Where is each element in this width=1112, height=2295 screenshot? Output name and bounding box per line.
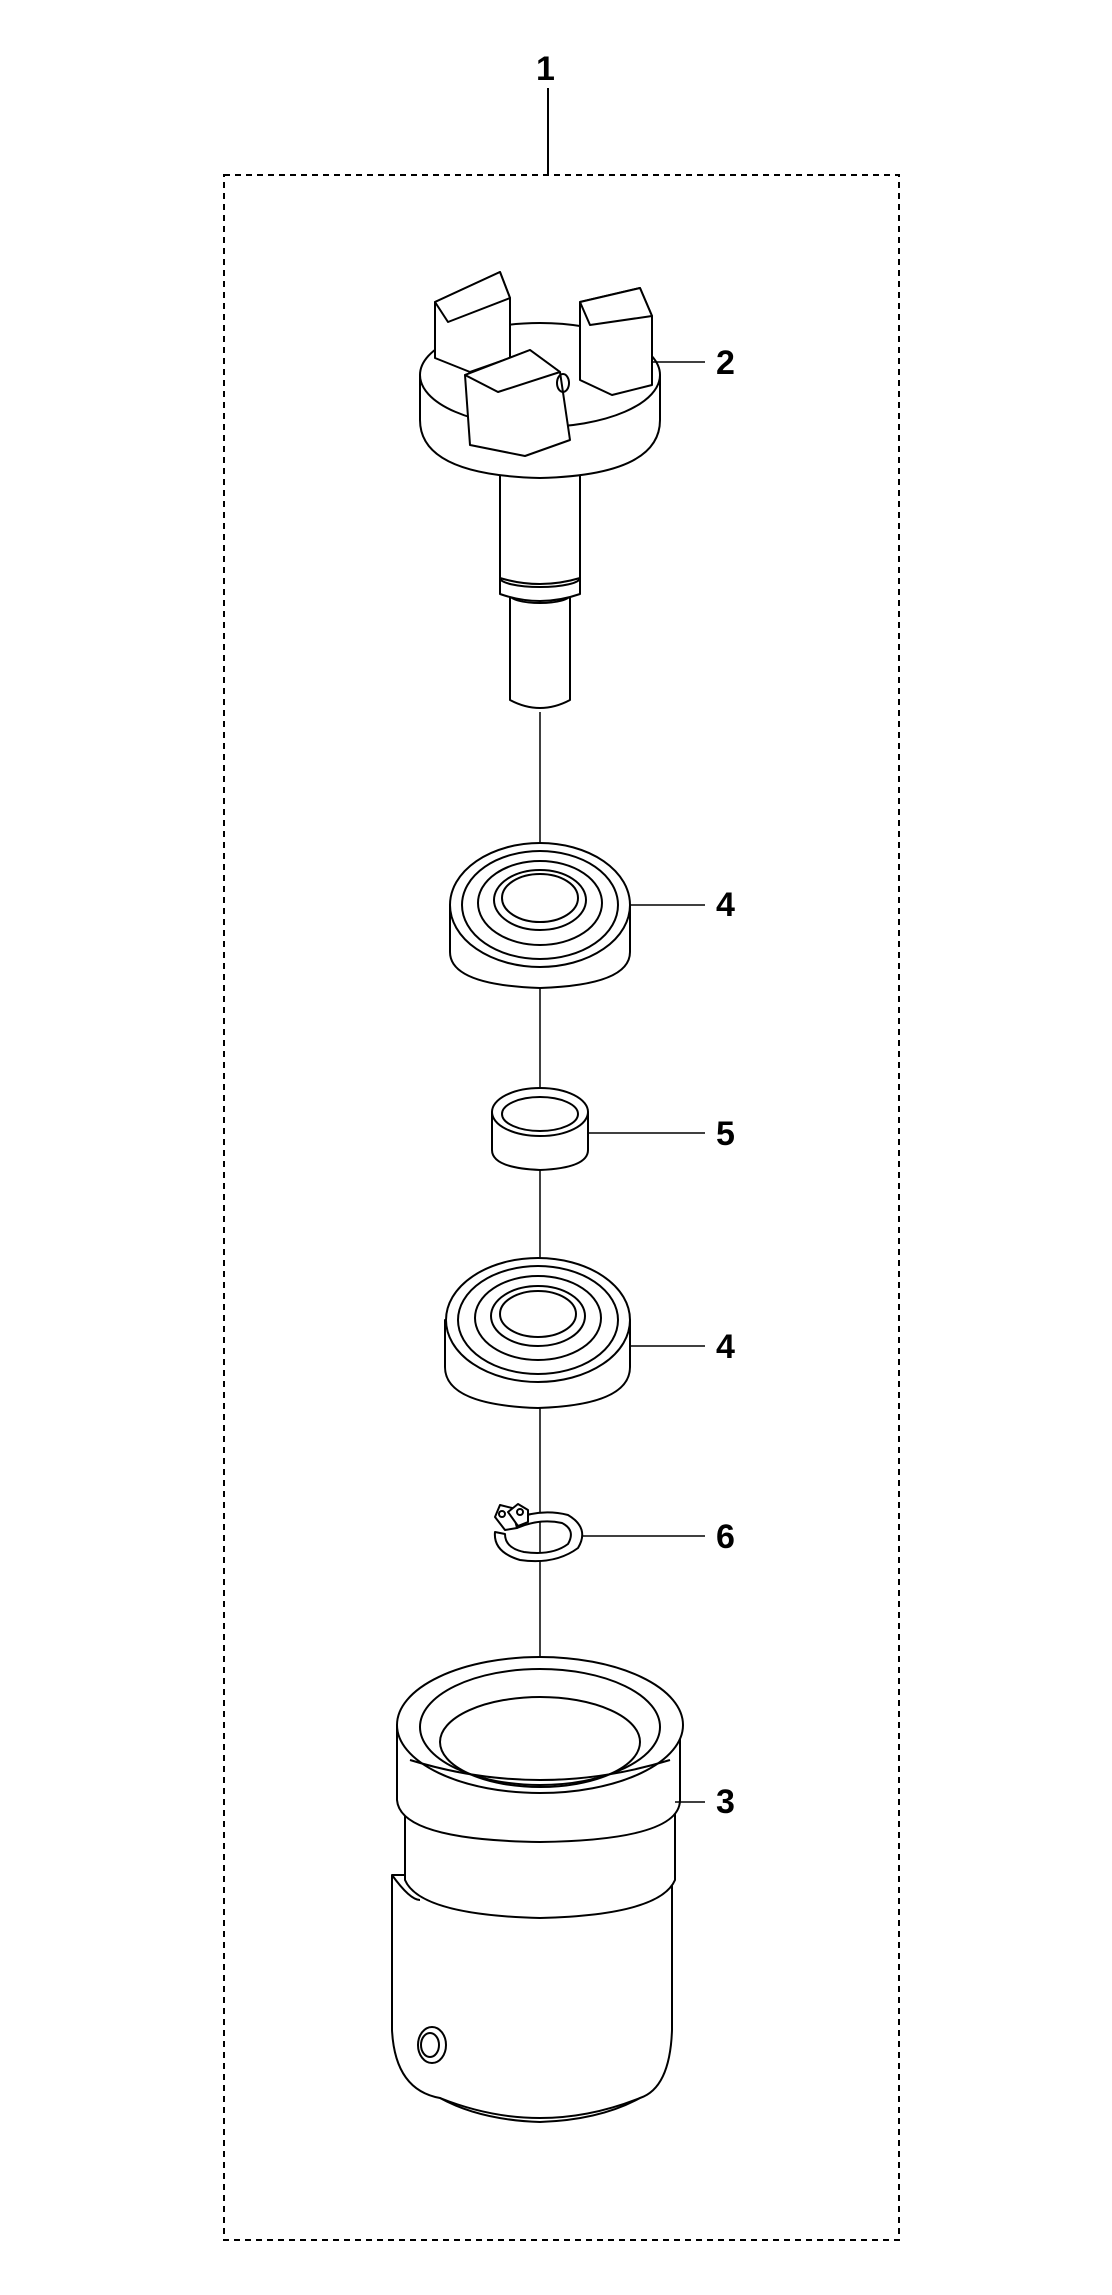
callout-5: 5 [716, 1115, 735, 1153]
callout-3: 3 [716, 1783, 735, 1821]
part-retaining-ring [495, 1504, 582, 1561]
callout-2: 2 [716, 344, 735, 382]
callout-4-lower: 4 [716, 1328, 735, 1366]
assembly-boundary [224, 175, 899, 2240]
part-spacer-sleeve [492, 1088, 588, 1170]
part-cutter-shaft [420, 272, 660, 708]
callout-4-upper: 4 [716, 886, 735, 924]
callout-6: 6 [716, 1518, 735, 1556]
callout-1: 1 [536, 50, 555, 88]
part-ball-bearing-upper [450, 843, 630, 988]
part-housing [392, 1657, 683, 2122]
part-ball-bearing-lower [445, 1258, 630, 1408]
